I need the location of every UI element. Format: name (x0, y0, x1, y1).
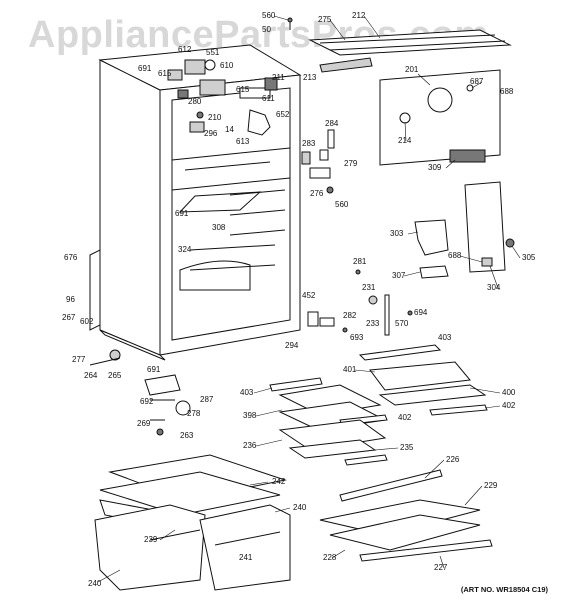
art-number: (ART NO. WR18504 C19) (460, 585, 548, 594)
callout: 398 (243, 411, 257, 420)
top-rails (287, 17, 512, 73)
callout: 240 (88, 579, 102, 588)
callout: 615 (158, 69, 172, 78)
callout: 229 (484, 481, 498, 490)
callout: 236 (243, 441, 257, 450)
callout: 560 (335, 200, 349, 209)
callout: 551 (206, 48, 220, 57)
callout: 691 (175, 209, 189, 218)
callout: 688 (448, 251, 462, 260)
leader-lines (97, 15, 521, 583)
callout: 687 (470, 77, 484, 86)
callout: 275 (318, 15, 332, 24)
mid-parts (307, 269, 413, 336)
callout: 265 (108, 371, 122, 380)
callout: 231 (362, 283, 376, 292)
hinge-parts (301, 129, 335, 194)
small-parts (89, 349, 191, 436)
callout: 452 (302, 291, 316, 300)
callout: 211 (272, 73, 285, 82)
callout: 239 (144, 535, 158, 544)
callout: 401 (343, 365, 357, 374)
callout: 279 (344, 159, 358, 168)
callout: 264 (84, 371, 98, 380)
callout: 282 (343, 311, 357, 320)
callout: 212 (352, 11, 366, 20)
callout: 691 (138, 64, 152, 73)
callout: 269 (137, 419, 151, 428)
callout: 309 (428, 163, 442, 172)
callout: 14 (225, 125, 234, 134)
callout: 210 (208, 113, 222, 122)
air-duct (414, 181, 515, 279)
callout: 284 (325, 119, 339, 128)
callout: 403 (240, 388, 254, 397)
callout: 287 (200, 395, 214, 404)
callout: 652 (276, 110, 290, 119)
callout: 228 (323, 553, 337, 562)
callout-labels: 560 275 212 50 551 612 610 691 615 211 2… (62, 11, 536, 588)
callout: 294 (285, 341, 299, 350)
crisper-area (94, 454, 291, 591)
callout: 235 (400, 443, 414, 452)
callout: 691 (147, 365, 161, 374)
callout: 263 (180, 431, 194, 440)
callout: 276 (310, 189, 324, 198)
callout: 570 (395, 319, 409, 328)
callout: 281 (353, 257, 367, 266)
callout: 307 (392, 271, 406, 280)
rear-panel (379, 69, 501, 166)
callout: 277 (72, 355, 86, 364)
callout: 402 (398, 413, 412, 422)
callout: 612 (178, 45, 192, 54)
callout: 324 (178, 245, 192, 254)
callout: 560 (262, 11, 276, 20)
controls (167, 59, 278, 136)
callout: 226 (446, 455, 460, 464)
callout: 242 (272, 477, 286, 486)
callout: 694 (414, 308, 428, 317)
callout: 278 (187, 409, 201, 418)
callout: 240 (293, 503, 307, 512)
callout: 308 (212, 223, 226, 232)
callout: 688 (500, 87, 514, 96)
callout: 201 (405, 65, 419, 74)
callout: 305 (522, 253, 536, 262)
callout: 400 (502, 388, 516, 397)
callout: 296 (204, 129, 218, 138)
callout: 96 (66, 295, 75, 304)
callout: 304 (487, 283, 501, 292)
callout: 611 (262, 94, 275, 103)
callout: 227 (434, 563, 448, 572)
callout: 303 (390, 229, 404, 238)
shelves (269, 344, 493, 562)
callout: 676 (64, 253, 78, 262)
callout: 280 (188, 97, 202, 106)
callout: 610 (220, 61, 234, 70)
callout: 267 (62, 313, 76, 322)
callout: 402 (502, 401, 516, 410)
callout: 692 (140, 397, 154, 406)
callout: 615 (236, 85, 250, 94)
callout: 214 (398, 136, 412, 145)
callout: 233 (366, 319, 380, 328)
callout: 213 (303, 73, 317, 82)
callout: 602 (80, 317, 94, 326)
callout: 50 (262, 25, 271, 34)
callout: 241 (239, 553, 253, 562)
callout: 283 (302, 139, 316, 148)
callout: 403 (438, 333, 452, 342)
callout: 613 (236, 137, 250, 146)
callout: 693 (350, 333, 364, 342)
